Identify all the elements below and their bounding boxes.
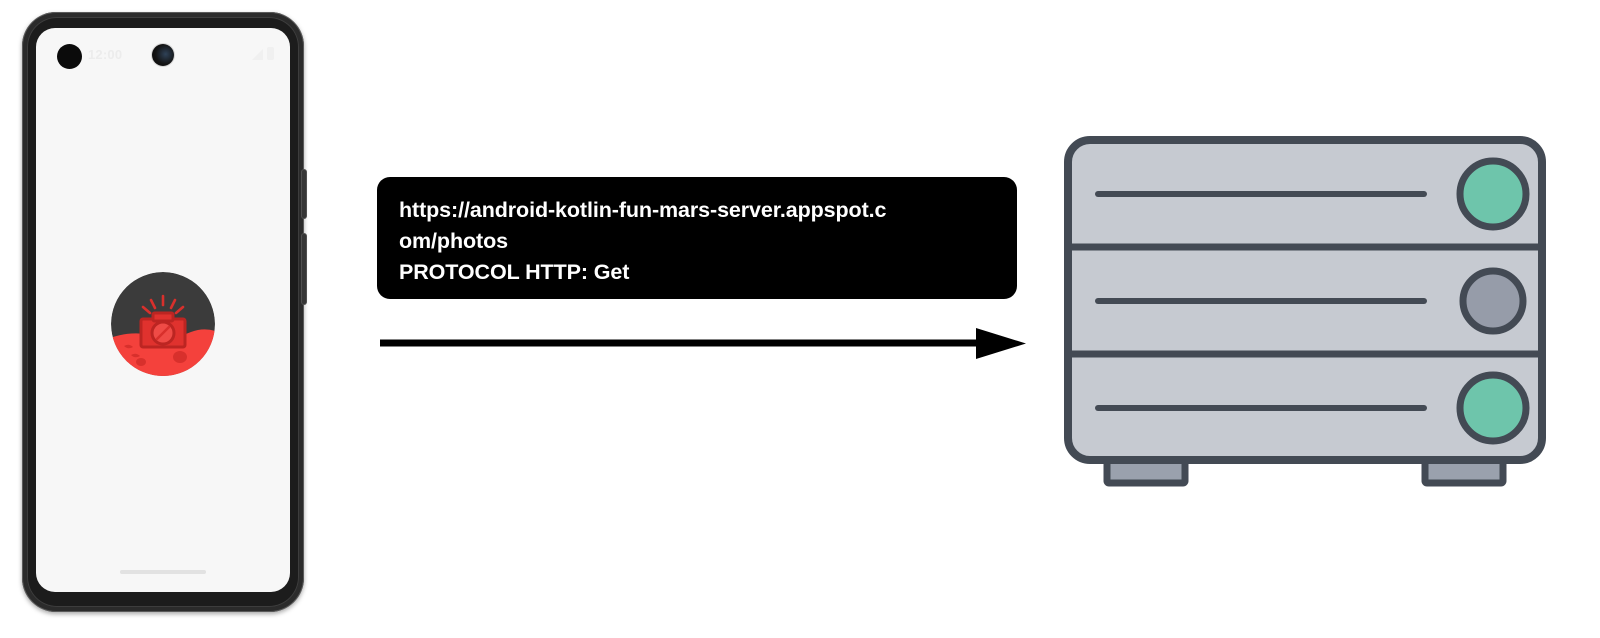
camera-top	[151, 311, 175, 323]
volume-button[interactable]	[302, 234, 306, 304]
status-bar: 12:00	[36, 28, 290, 72]
android-phone-mockup: 12:00	[22, 12, 306, 612]
status-bar-icons	[252, 46, 274, 60]
power-button[interactable]	[302, 170, 306, 218]
web-server	[1062, 130, 1548, 498]
callout-protocol-line: PROTOCOL HTTP: Get	[399, 260, 630, 284]
home-gesture-indicator[interactable]	[120, 570, 206, 574]
status-led-idle	[1459, 267, 1527, 335]
notification-dot-icon	[57, 44, 82, 69]
battery-icon	[267, 47, 274, 60]
callout-url-line-2: om/photos	[399, 229, 508, 253]
crater	[124, 344, 133, 349]
crater	[173, 351, 187, 363]
arrow-head	[976, 328, 1026, 359]
lens-glare	[155, 325, 171, 341]
status-bar-time: 12:00	[88, 47, 123, 62]
status-led-active	[1456, 157, 1530, 231]
request-arrow	[378, 326, 1028, 364]
cell-signal-icon	[252, 49, 263, 60]
crater	[131, 353, 140, 358]
request-url-callout: https://android-kotlin-fun-mars-server.a…	[377, 177, 1017, 299]
camera-flash-rays	[141, 294, 185, 315]
callout-url-line-1: https://android-kotlin-fun-mars-server.a…	[399, 198, 887, 222]
phone-screen[interactable]: 12:00	[36, 28, 290, 592]
crater	[136, 358, 146, 366]
front-camera-punch-hole-icon	[152, 44, 174, 66]
mars-photos-app-logo	[111, 272, 215, 376]
status-led-active	[1456, 371, 1530, 445]
